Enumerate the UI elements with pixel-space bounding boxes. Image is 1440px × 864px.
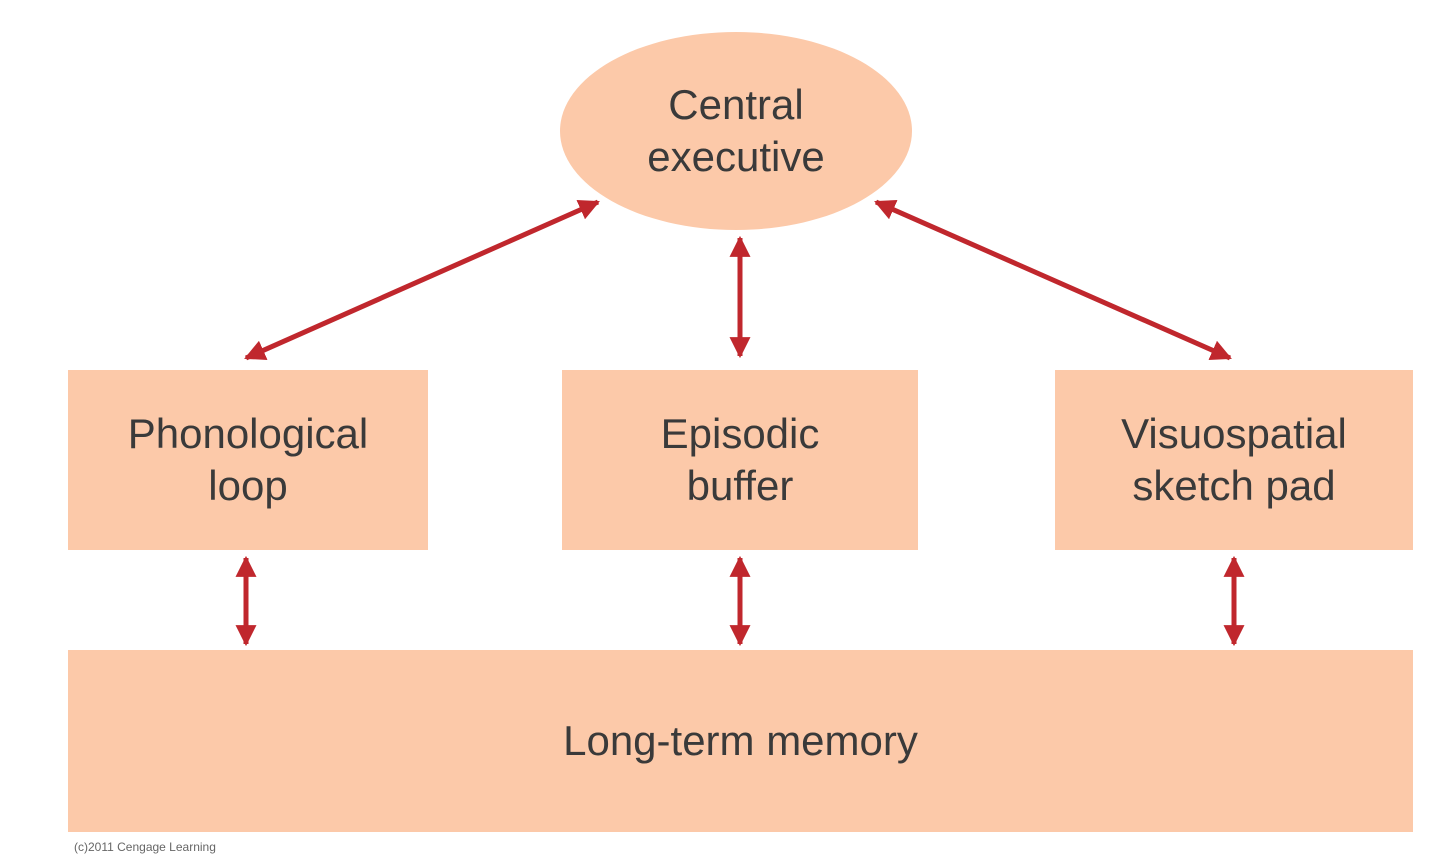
arrow-central-to-phonological [244, 199, 600, 361]
visuospatial-sketch-pad-label-line1: Visuospatial [1121, 410, 1347, 457]
long-term-memory-label: Long-term memory [563, 717, 918, 764]
arrow-central-to-visuospatial [874, 199, 1232, 361]
episodic-buffer-label-line1: Episodic [660, 410, 820, 457]
central-executive-node: Central executive [560, 32, 912, 230]
episodic-buffer-label-line2: buffer [686, 462, 794, 509]
central-executive-label-line2: executive [647, 133, 825, 180]
episodic-buffer-node: Episodic buffer [562, 370, 918, 550]
copyright-credit: (c)2011 Cengage Learning [74, 840, 216, 854]
central-executive-label-line1: Central [668, 81, 804, 128]
phonological-loop-node: Phonological loop [68, 370, 428, 550]
phonological-loop-label-line2: loop [208, 462, 288, 509]
visuospatial-sketch-pad-node: Visuospatial sketch pad [1055, 370, 1413, 550]
visuospatial-sketch-pad-label-line2: sketch pad [1132, 462, 1336, 509]
phonological-loop-label-line1: Phonological [127, 410, 369, 457]
long-term-memory-node: Long-term memory [68, 650, 1413, 832]
